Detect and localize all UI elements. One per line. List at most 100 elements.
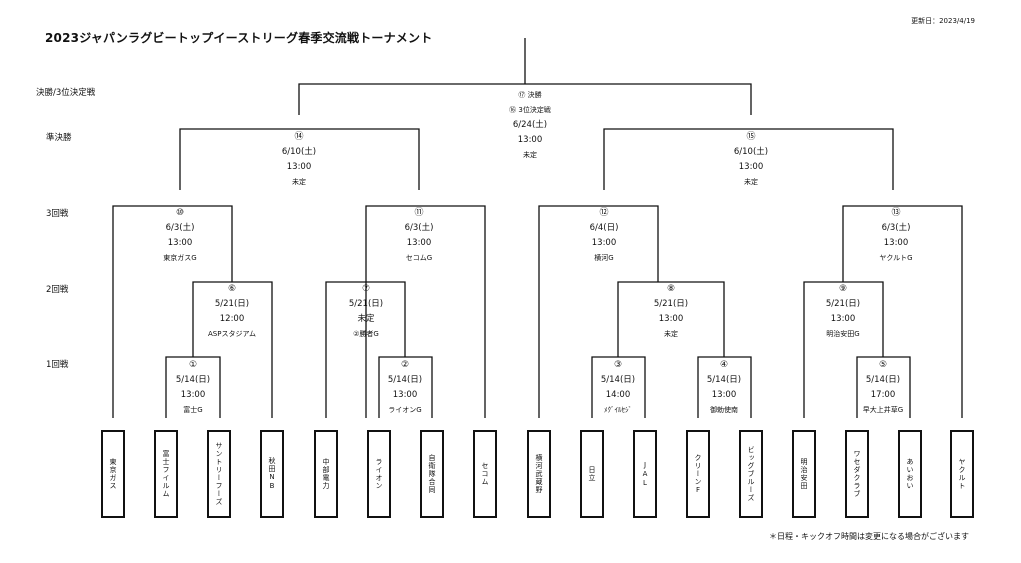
team-name: ワセダクラブ bbox=[853, 450, 861, 498]
round-label-round1: 1回戦 bbox=[46, 360, 69, 370]
match-date: 6/3(土) bbox=[881, 223, 911, 233]
team-name: 横河武蔵野 bbox=[535, 454, 543, 494]
match-number: ⑭ bbox=[294, 132, 304, 142]
match-card-7: ⑦ 5/21(日) 未定 ②勝者G bbox=[306, 282, 426, 342]
match-venue: セコムG bbox=[405, 254, 433, 262]
match-date: 5/21(日) bbox=[653, 299, 689, 309]
match-venue: 未定 bbox=[292, 178, 306, 186]
match-venue: 早大上井草G bbox=[862, 406, 904, 414]
team-box: ワセダクラブ bbox=[845, 430, 869, 518]
match-venue: 明治安田G bbox=[826, 330, 860, 338]
match-number: ⑨ bbox=[838, 284, 848, 294]
match-venue: 未定 bbox=[523, 151, 537, 159]
team-name: クリーンF bbox=[694, 453, 702, 495]
team-box: 横河武蔵野 bbox=[527, 430, 551, 518]
team-name: 自衛隊合同 bbox=[428, 454, 436, 494]
match-time: 13:00 bbox=[711, 390, 737, 400]
match-card-15: ⑮ 6/10(土) 13:00 未定 bbox=[691, 130, 811, 190]
match-time: 13:00 bbox=[591, 238, 617, 248]
team-name: ビッグブルーズ bbox=[747, 446, 755, 502]
team-box: 富士フイルム bbox=[154, 430, 178, 518]
match-venue: ヤクルトG bbox=[879, 254, 913, 262]
match-date: 5/21(日) bbox=[825, 299, 861, 309]
match-card-9: ⑨ 5/21(日) 13:00 明治安田G bbox=[783, 282, 903, 342]
team-name: 東京ガス bbox=[109, 458, 117, 490]
match-number: ② bbox=[400, 360, 410, 370]
match-time: 17:00 bbox=[870, 390, 896, 400]
team-box: 東京ガス bbox=[101, 430, 125, 518]
round-label-semifinal: 準決勝 bbox=[46, 133, 72, 143]
round-label-round2: 2回戦 bbox=[46, 285, 69, 295]
match-number: ⑤ bbox=[878, 360, 888, 370]
match-card-4: ④ 5/14(日) 13:00 御勅使南 bbox=[664, 358, 784, 418]
final-match-card: ⑰ 決勝 ⑯ 3位決定戦 6/24(土) 13:00 未定 bbox=[470, 88, 590, 163]
round-label-final: 決勝/3位決定戦 bbox=[36, 88, 96, 98]
match-number: ⑥ bbox=[227, 284, 237, 294]
team-box: セコム bbox=[473, 430, 497, 518]
match-date: 5/21(日) bbox=[214, 299, 250, 309]
match-date: 6/10(土) bbox=[281, 147, 317, 157]
team-name: 中部電力 bbox=[322, 458, 330, 490]
match-number: ⑦ bbox=[361, 284, 371, 294]
match-card-14: ⑭ 6/10(土) 13:00 未定 bbox=[239, 130, 359, 190]
team-name: ヤクルト bbox=[958, 458, 966, 490]
match-venue: ライオンG bbox=[388, 406, 422, 414]
match-time: 13:00 bbox=[286, 162, 312, 172]
team-name: 富士フイルム bbox=[162, 450, 170, 498]
match-date: 6/4(日) bbox=[589, 223, 619, 233]
match-venue: 横河G bbox=[594, 254, 614, 262]
team-name: 日立 bbox=[588, 466, 596, 482]
match-number: ⑫ bbox=[599, 208, 609, 218]
match-card-13: ⑬ 6/3(土) 13:00 ヤクルトG bbox=[836, 206, 956, 266]
match-number: ⑩ bbox=[175, 208, 185, 218]
match-date: 6/24(土) bbox=[512, 120, 548, 130]
page-title: 2023ジャパンラグビートップイーストリーグ春季交流戦トーナメント bbox=[45, 31, 433, 45]
match-date: 5/21(日) bbox=[348, 299, 384, 309]
team-box: 日立 bbox=[580, 430, 604, 518]
match-venue: 御勅使南 bbox=[710, 406, 738, 414]
match-time: 13:00 bbox=[883, 238, 909, 248]
match-venue: ﾒｸﾞｲﾙｾｼﾞ bbox=[604, 406, 632, 414]
team-name: 明治安田 bbox=[800, 458, 808, 490]
match-date: 5/14(日) bbox=[600, 375, 636, 385]
match-card-3: ③ 5/14(日) 14:00 ﾒｸﾞｲﾙｾｼﾞ bbox=[558, 358, 678, 418]
match-number: ⑬ bbox=[891, 208, 901, 218]
match-date: 6/10(土) bbox=[733, 147, 769, 157]
match-venue: 未定 bbox=[744, 178, 758, 186]
match-time: 13:00 bbox=[517, 135, 543, 145]
match-time: 未定 bbox=[357, 314, 375, 324]
team-box: あいおい bbox=[898, 430, 922, 518]
team-box: 明治安田 bbox=[792, 430, 816, 518]
match-card-5: ⑤ 5/14(日) 17:00 早大上井草G bbox=[823, 358, 943, 418]
match-number: ⑮ bbox=[746, 132, 756, 142]
match-card-8: ⑧ 5/21(日) 13:00 未定 bbox=[611, 282, 731, 342]
team-box: 秋田NB bbox=[260, 430, 284, 518]
match-time: 13:00 bbox=[738, 162, 764, 172]
updated-date: 更新日：2023/4/19 bbox=[911, 17, 975, 25]
match-date: 5/14(日) bbox=[706, 375, 742, 385]
match-number: ① bbox=[188, 360, 198, 370]
match-number: ④ bbox=[719, 360, 729, 370]
third-place-label: ⑯ 3位決定戦 bbox=[509, 106, 551, 114]
team-box: ヤクルト bbox=[950, 430, 974, 518]
match-number: ⑧ bbox=[666, 284, 676, 294]
team-box: ビッグブルーズ bbox=[739, 430, 763, 518]
team-box: サントリーフーズ bbox=[207, 430, 231, 518]
match-card-6: ⑥ 5/21(日) 12:00 ASPスタジアム bbox=[172, 282, 292, 342]
match-time: 13:00 bbox=[180, 390, 206, 400]
match-date: 5/14(日) bbox=[865, 375, 901, 385]
match-venue: 東京ガスG bbox=[163, 254, 197, 262]
team-name: あいおい bbox=[906, 458, 914, 490]
match-number: ③ bbox=[613, 360, 623, 370]
match-date: 6/3(土) bbox=[404, 223, 434, 233]
final-label: ⑰ 決勝 bbox=[518, 91, 542, 99]
match-time: 13:00 bbox=[167, 238, 193, 248]
team-box: クリーンF bbox=[686, 430, 710, 518]
match-time: 13:00 bbox=[658, 314, 684, 324]
team-box: 中部電力 bbox=[314, 430, 338, 518]
match-card-12: ⑫ 6/4(日) 13:00 横河G bbox=[544, 206, 664, 266]
team-name: JAL bbox=[641, 460, 649, 488]
team-name: 秋田NB bbox=[268, 457, 276, 491]
team-box: 自衛隊合同 bbox=[420, 430, 444, 518]
